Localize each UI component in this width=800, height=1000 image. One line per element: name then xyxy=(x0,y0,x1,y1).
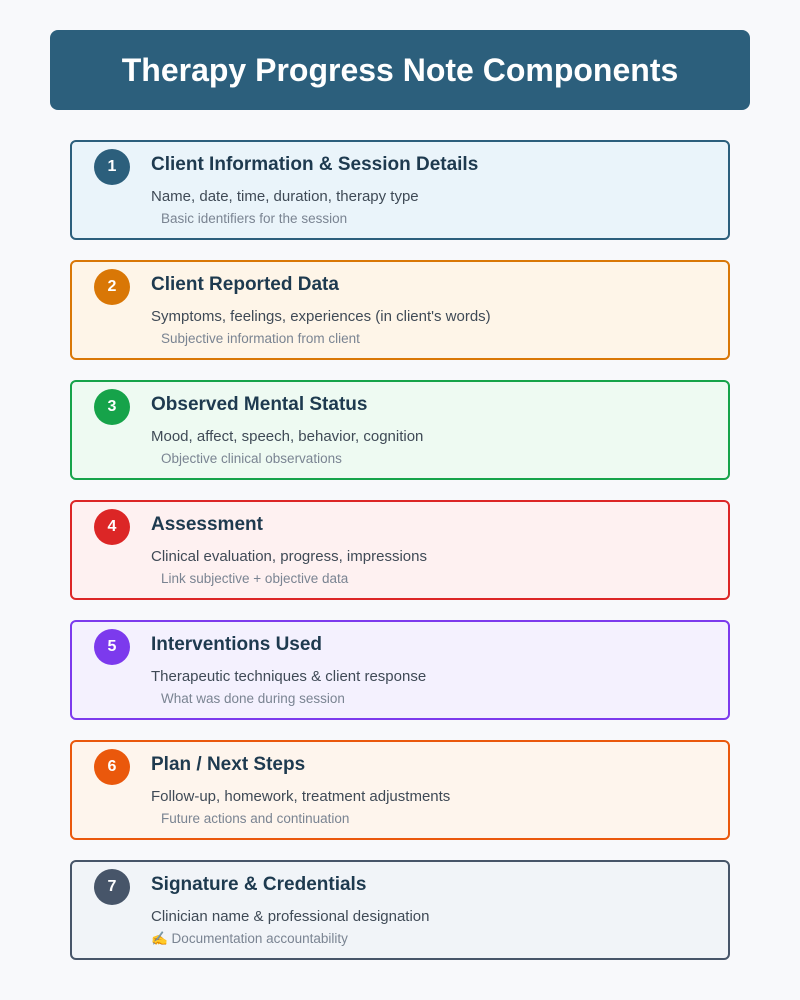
step-number-badge: 2 xyxy=(94,269,130,305)
component-title: Signature & Credentials xyxy=(151,874,367,895)
title-banner: Therapy Progress Note Components xyxy=(50,30,750,110)
component-description: Follow-up, homework, treatment adjustmen… xyxy=(151,788,451,805)
component-note: Basic identifiers for the session xyxy=(161,211,348,226)
component-description: Therapeutic techniques & client response xyxy=(151,668,427,685)
step-number-badge: 5 xyxy=(94,629,130,665)
component-description: Mood, affect, speech, behavior, cognitio… xyxy=(151,428,424,445)
component-note-with-writing-hand-icon: ✍ Documentation accountability xyxy=(151,931,348,946)
component-title: Interventions Used xyxy=(151,634,323,655)
component-description: Name, date, time, duration, therapy type xyxy=(151,188,419,205)
component-description: Clinical evaluation, progress, impressio… xyxy=(151,548,427,565)
step-number-badge: 7 xyxy=(94,869,130,905)
component-description: Symptoms, feelings, experiences (in clie… xyxy=(151,308,491,325)
component-note: Link subjective + objective data xyxy=(161,571,349,586)
component-note: Objective clinical observations xyxy=(161,451,342,466)
component-title: Observed Mental Status xyxy=(151,394,368,415)
component-card-mental-status: 3 Observed Mental Status Mood, affect, s… xyxy=(70,380,730,480)
component-title: Assessment xyxy=(151,514,263,535)
component-title: Plan / Next Steps xyxy=(151,754,306,775)
component-note: Subjective information from client xyxy=(161,331,360,346)
component-card-interventions: 5 Interventions Used Therapeutic techniq… xyxy=(70,620,730,720)
component-card-plan: 6 Plan / Next Steps Follow-up, homework,… xyxy=(70,740,730,840)
component-card-client-reported-data: 2 Client Reported Data Symptoms, feeling… xyxy=(70,260,730,360)
component-description: Clinician name & professional designatio… xyxy=(151,908,430,925)
component-title: Client Information & Session Details xyxy=(151,154,479,175)
step-number-badge: 1 xyxy=(94,149,130,185)
step-number-badge: 3 xyxy=(94,389,130,425)
component-card-assessment: 4 Assessment Clinical evaluation, progre… xyxy=(70,500,730,600)
page-title: Therapy Progress Note Components xyxy=(121,51,679,88)
component-title: Client Reported Data xyxy=(151,274,339,295)
step-number-badge: 4 xyxy=(94,509,130,545)
component-note: Future actions and continuation xyxy=(161,811,350,826)
step-number-badge: 6 xyxy=(94,749,130,785)
component-card-client-info: 1 Client Information & Session Details N… xyxy=(70,140,730,240)
component-card-signature: 7 Signature & Credentials Clinician name… xyxy=(70,860,730,960)
component-note: What was done during session xyxy=(161,691,345,706)
